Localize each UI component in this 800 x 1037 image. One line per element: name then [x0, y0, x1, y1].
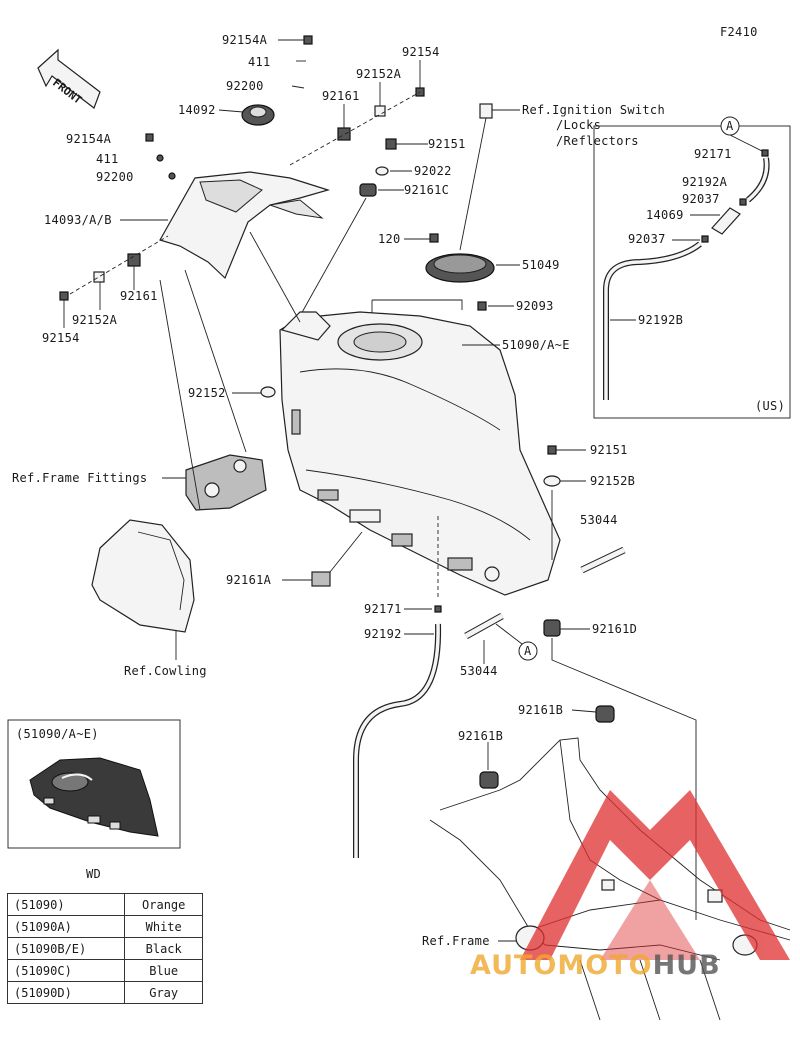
label-120: 120	[378, 232, 401, 246]
label-51090: 51090/A~E	[502, 338, 570, 352]
us-tag: (US)	[755, 399, 785, 413]
inset-caption: WD	[86, 867, 101, 881]
us-breather-box	[593, 125, 791, 419]
watermark-text: AUTOMOTOHUB	[470, 950, 721, 981]
label-92154A: 92154A	[222, 33, 268, 47]
label-92192: 92192	[364, 627, 402, 641]
inset-box	[7, 719, 181, 849]
ref-frame-fittings: Ref.Frame Fittings	[12, 471, 147, 485]
label-92037-b: 92037	[628, 232, 666, 246]
label-92200-left: 92200	[96, 170, 134, 184]
label-92161-top: 92161	[322, 89, 360, 103]
callout-A-lower-label: A	[524, 644, 532, 658]
label-92022: 92022	[414, 164, 452, 178]
label-53044-lower: 53044	[460, 664, 498, 678]
label-14069: 14069	[646, 208, 684, 222]
label-53044-right: 53044	[580, 513, 618, 527]
label-411: 411	[248, 55, 271, 69]
ref-ignition: Ref.Ignition Switch	[522, 103, 665, 117]
label-92171-us: 92171	[694, 147, 732, 161]
label-14092: 14092	[178, 103, 216, 117]
label-92161B-right: 92161B	[518, 703, 563, 717]
color-code: (51090A)	[6, 915, 126, 938]
fuel-cap-51049	[425, 253, 495, 283]
label-92154A-left: 92154A	[66, 132, 112, 146]
cover-14093	[159, 171, 331, 280]
color-row: (51090)Orange	[6, 893, 203, 916]
label-14093: 14093/A/B	[44, 213, 112, 227]
label-92154-top: 92154	[402, 45, 440, 59]
color-row: (51090D)Gray	[6, 981, 203, 1004]
watermark-part1: AUTOMOTO	[470, 950, 653, 981]
label-92161D: 92161D	[592, 622, 637, 636]
color-row: (51090B/E)Black	[6, 937, 203, 960]
label-92154-left: 92154	[42, 331, 80, 345]
color-row: (51090C)Blue	[6, 959, 203, 982]
watermark-part2: HUB	[652, 950, 721, 981]
color-code: (51090C)	[6, 959, 126, 982]
label-92161-left: 92161	[120, 289, 158, 303]
label-92152B: 92152B	[590, 474, 635, 488]
color-name: Gray	[124, 981, 203, 1004]
color-code: (51090D)	[6, 981, 126, 1004]
callout-A-lower	[518, 641, 538, 661]
color-name: Black	[124, 937, 203, 960]
callout-A-top-label: A	[726, 119, 734, 133]
label-92152: 92152	[188, 386, 226, 400]
label-92152A-top: 92152A	[356, 67, 402, 81]
label-92152A-left: 92152A	[72, 313, 118, 327]
label-92192A: 92192A	[682, 175, 728, 189]
label-92151-top: 92151	[428, 137, 466, 151]
label-92171-lower: 92171	[364, 602, 402, 616]
inset-title: (51090/A~E)	[16, 727, 99, 741]
label-92161B-left: 92161B	[458, 729, 503, 743]
color-code: (51090B/E)	[6, 937, 126, 960]
fuel-tank-51090	[279, 311, 561, 596]
frame-fitting-bracket	[185, 454, 267, 511]
ref-locks: /Locks	[556, 118, 601, 132]
top-fasteners	[278, 35, 313, 89]
color-table: (51090)Orange (51090A)White (51090B/E)Bl…	[6, 893, 203, 1004]
label-92200: 92200	[226, 79, 264, 93]
ref-frame: Ref.Frame	[422, 934, 490, 948]
ref-cowling: Ref.Cowling	[124, 664, 207, 678]
color-code: (51090)	[6, 893, 126, 916]
label-92037-a: 92037	[682, 192, 720, 206]
color-row: (51090A)White	[6, 915, 203, 938]
label-92192B: 92192B	[638, 313, 683, 327]
cowling-panel	[91, 519, 195, 633]
watermark-logo-icon	[520, 790, 790, 960]
color-name: Orange	[124, 893, 203, 916]
diagram-code: F2410	[720, 25, 758, 39]
label-51049: 51049	[522, 258, 560, 272]
inset-tank-wd	[29, 757, 159, 837]
label-92161C: 92161C	[404, 183, 449, 197]
label-92093: 92093	[516, 299, 554, 313]
color-name: White	[124, 915, 203, 938]
cap-14092	[241, 104, 275, 126]
label-411-left: 411	[96, 152, 119, 166]
label-92151-right: 92151	[590, 443, 628, 457]
label-92161A: 92161A	[226, 573, 272, 587]
front-arrow-icon: FRONT	[37, 48, 101, 109]
color-name: Blue	[124, 959, 203, 982]
ref-reflectors: /Reflectors	[556, 134, 639, 148]
